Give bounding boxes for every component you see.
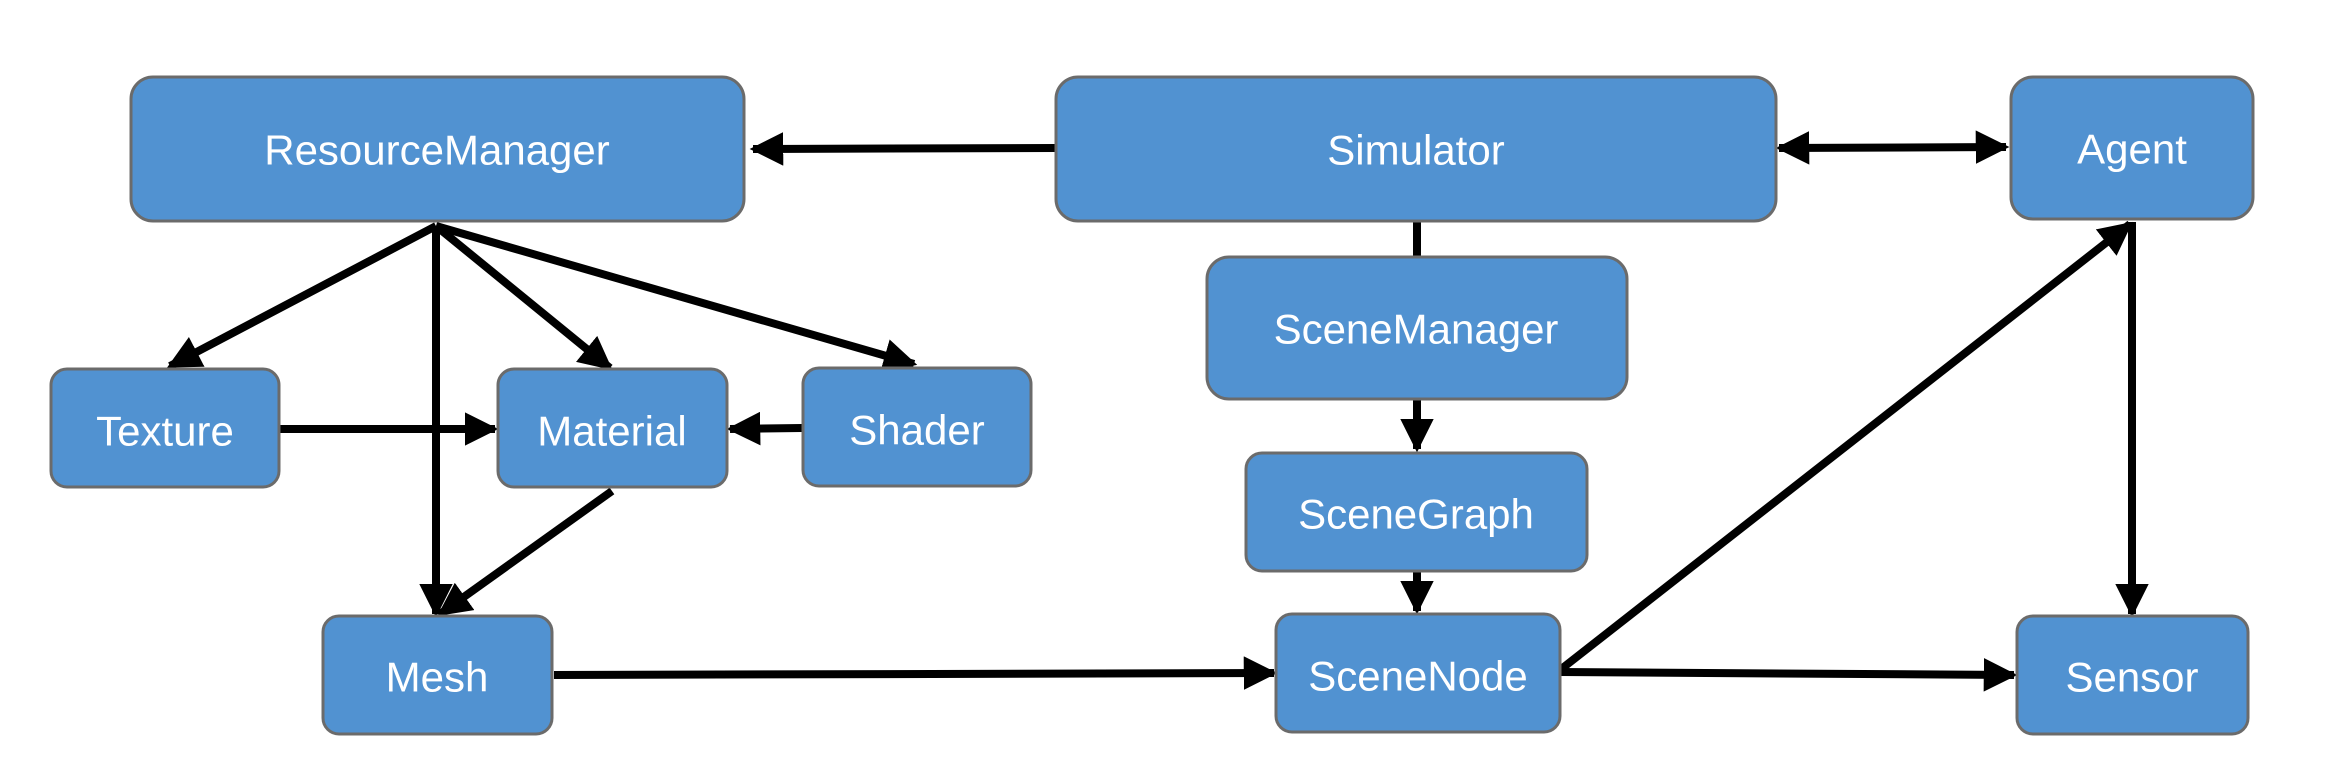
node-simulator[interactable]: Simulator — [1054, 75, 1778, 223]
node-label-simulator: Simulator — [1327, 127, 1504, 174]
nodes: ResourceManager Simulator Agent SceneMan… — [49, 75, 2255, 736]
node-label-material: Material — [537, 408, 686, 455]
node-agent[interactable]: Agent — [2009, 75, 2255, 221]
edge-material-to-mesh — [437, 487, 615, 618]
node-label-mesh: Mesh — [386, 654, 489, 701]
node-texture[interactable]: Texture — [49, 367, 281, 489]
node-label-texture: Texture — [96, 408, 234, 455]
edge-shader-to-material — [726, 411, 803, 446]
node-label-scene-manager: SceneManager — [1274, 306, 1559, 353]
edge-resource-manager-to-material — [433, 222, 613, 372]
edge-scene-node-to-agent — [1557, 220, 2133, 674]
node-sensor[interactable]: Sensor — [2015, 614, 2250, 736]
node-label-resource-manager: ResourceManager — [264, 127, 610, 174]
node-shader[interactable]: Shader — [801, 366, 1033, 488]
edge-scene-node-to-sensor — [1559, 658, 2018, 692]
node-label-agent: Agent — [2077, 126, 2187, 173]
edges — [167, 130, 2149, 692]
node-scene-graph[interactable]: SceneGraph — [1244, 451, 1589, 573]
node-mesh[interactable]: Mesh — [321, 614, 554, 736]
node-material[interactable]: Material — [496, 367, 729, 489]
node-label-sensor: Sensor — [2065, 654, 2198, 701]
node-label-scene-node: SceneNode — [1308, 653, 1528, 700]
node-label-shader: Shader — [849, 407, 984, 454]
node-resource-manager[interactable]: ResourceManager — [129, 75, 746, 223]
edge-mesh-to-scene-node — [553, 656, 1278, 690]
edge-resource-manager-to-shader — [434, 222, 918, 372]
node-label-scene-graph: SceneGraph — [1298, 491, 1534, 538]
edge-simulator-to-resource-manager — [749, 132, 1057, 166]
edge-simulator-agent-bidirectional — [1775, 130, 2010, 165]
edge-resource-manager-to-texture — [167, 222, 438, 370]
node-scene-node[interactable]: SceneNode — [1274, 612, 1562, 734]
node-scene-manager[interactable]: SceneManager — [1205, 255, 1629, 401]
